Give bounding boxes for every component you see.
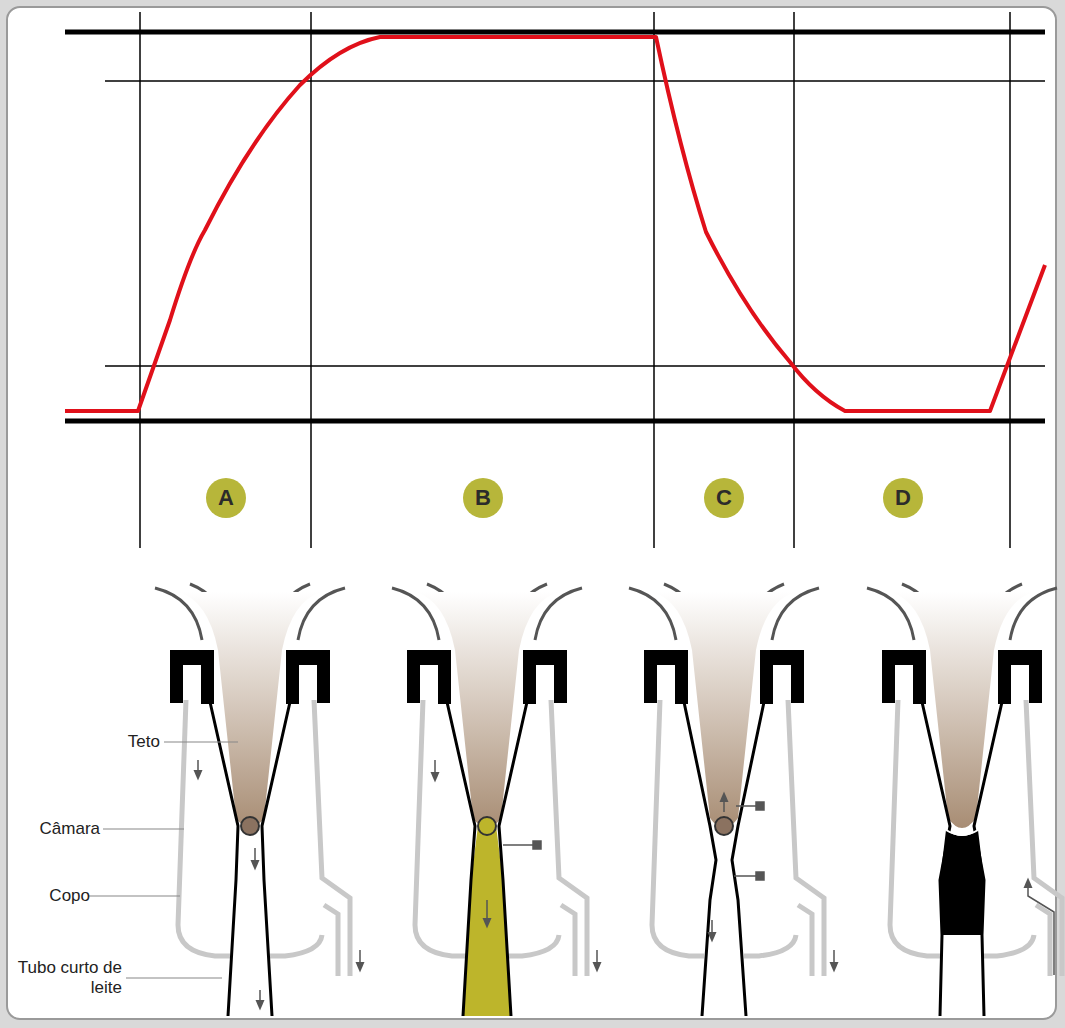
phase-circle: C — [704, 478, 744, 518]
phase-letter: A — [218, 487, 234, 509]
phase-circle: B — [463, 478, 503, 518]
part-label: Copo — [10, 886, 90, 906]
phase-circle: A — [206, 478, 246, 518]
phase-letter: C — [716, 487, 732, 509]
phase-circle: D — [883, 478, 923, 518]
part-label: Tubo curto de leite — [12, 958, 122, 999]
phase-letter: B — [475, 487, 491, 509]
phase-letter: D — [895, 487, 911, 509]
part-label: Câmara — [10, 819, 100, 839]
part-label: Teto — [80, 732, 160, 752]
